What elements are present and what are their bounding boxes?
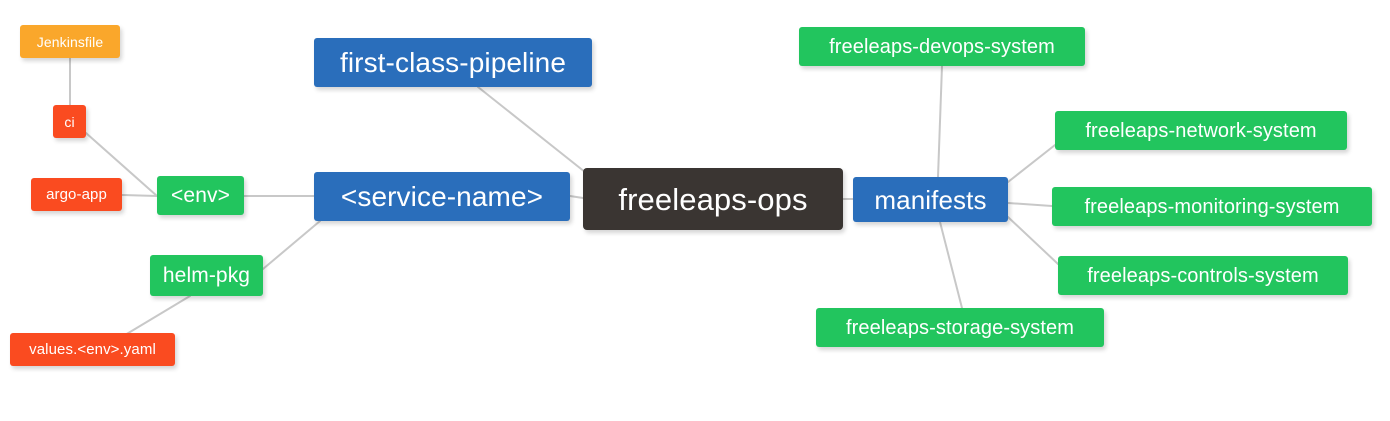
- node-freeleaps-ops[interactable]: freeleaps-ops: [583, 168, 843, 230]
- edge-manifests-to-controls: [1007, 216, 1059, 265]
- node-devops[interactable]: freeleaps-devops-system: [799, 27, 1085, 66]
- edge-helm-pkg-to-values-yaml: [119, 295, 191, 339]
- node-service-name[interactable]: <service-name>: [314, 172, 570, 221]
- node-argo-app[interactable]: argo-app: [31, 178, 122, 211]
- edge-service-name-to-helm-pkg: [262, 220, 321, 270]
- node-monitoring[interactable]: freeleaps-monitoring-system: [1052, 187, 1372, 226]
- node-ci[interactable]: ci: [53, 105, 86, 138]
- edge-service-name-to-freeleaps-ops: [569, 195, 584, 199]
- node-values-yaml[interactable]: values.<env>.yaml: [10, 333, 175, 366]
- node-controls[interactable]: freeleaps-controls-system: [1058, 256, 1348, 295]
- edge-pipeline-to-freeleaps-ops: [477, 86, 591, 177]
- node-env[interactable]: <env>: [157, 176, 244, 215]
- node-jenkinsfile[interactable]: Jenkinsfile: [20, 25, 120, 58]
- node-helm-pkg[interactable]: helm-pkg: [150, 255, 263, 296]
- edge-manifests-to-network: [1007, 144, 1056, 183]
- edge-ci-to-env: [85, 132, 158, 197]
- node-network[interactable]: freeleaps-network-system: [1055, 111, 1347, 150]
- edge-argo-app-to-env: [121, 194, 158, 197]
- node-manifests[interactable]: manifests: [853, 177, 1008, 222]
- node-storage[interactable]: freeleaps-storage-system: [816, 308, 1104, 347]
- edge-manifests-to-devops: [937, 65, 943, 178]
- edge-manifests-to-storage: [939, 221, 963, 309]
- edge-manifests-to-monitoring: [1007, 202, 1053, 207]
- node-pipeline[interactable]: first-class-pipeline: [314, 38, 592, 87]
